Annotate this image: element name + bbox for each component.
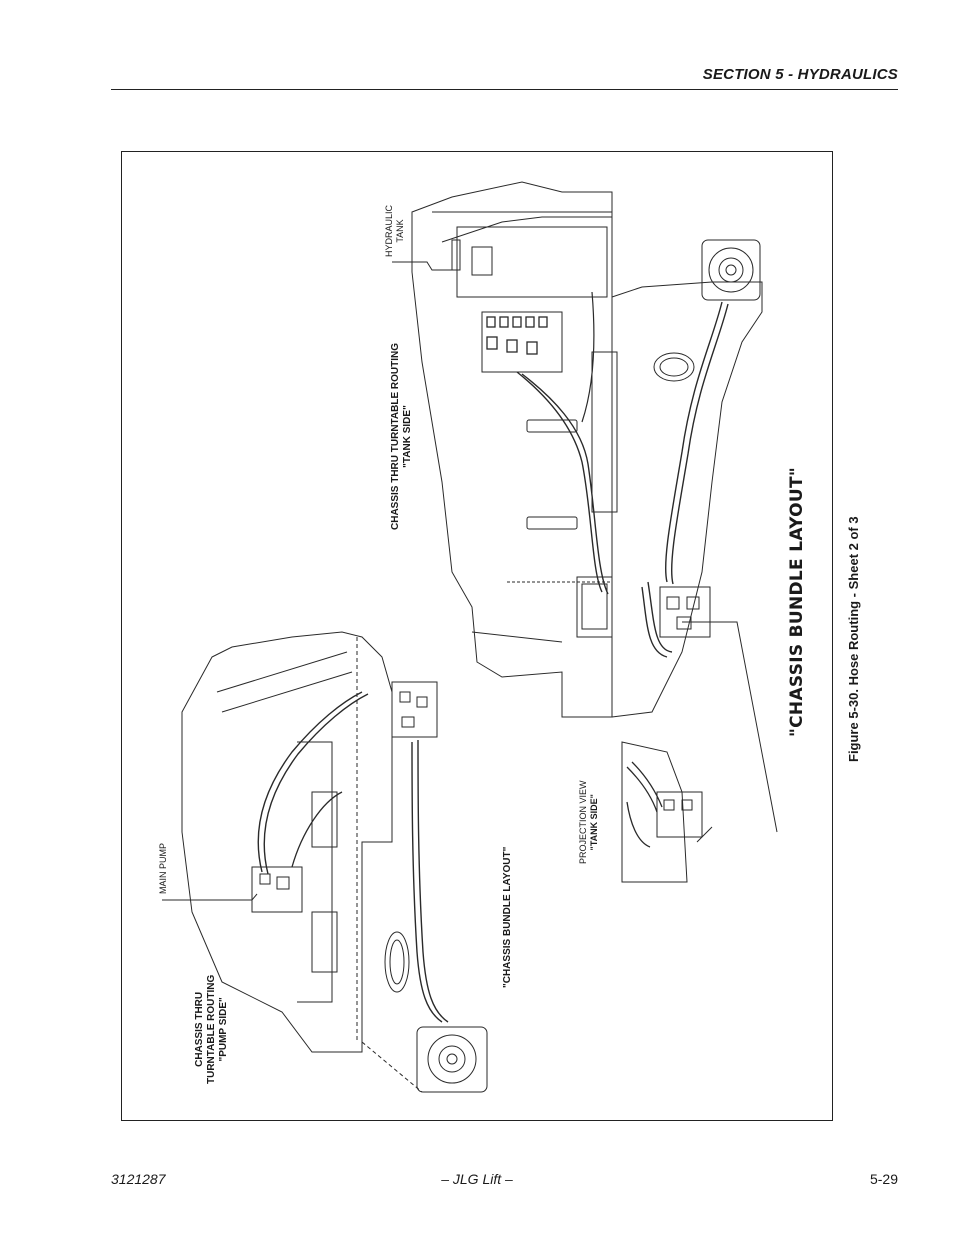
callout-chassis-bundle-layout: "CHASSIS BUNDLE LAYOUT" <box>787 466 807 737</box>
tank-side-assembly <box>411 181 763 718</box>
callout-main-pump: MAIN PUMP <box>158 842 168 894</box>
publisher-label: – JLG Lift – <box>441 1171 513 1187</box>
callout-chassis-bundle-layout-small: "CHASSIS BUNDLE LAYOUT" <box>502 846 513 988</box>
callout-tank-side-routing-line2: "TANK SIDE" <box>402 405 413 468</box>
callout-pump-side-routing: CHASSIS THRU TURNTABLE ROUTING "PUMP SID… <box>194 975 230 1084</box>
callout-tank-side-routing: CHASSIS THRU TURNTABLE ROUTING "TANK SID… <box>390 343 414 530</box>
figure-caption: Figure 5-30. Hose Routing - Sheet 2 of 3 <box>846 516 861 762</box>
callout-projection-view: PROJECTION VIEW "TANK SIDE" <box>578 780 600 864</box>
pump-leader <box>162 893 258 901</box>
doc-number: 3121287 <box>111 1171 166 1187</box>
page-number: 5-29 <box>869 1171 898 1187</box>
pump-side-assembly <box>181 631 488 1093</box>
callout-projection-view-line2: "TANK SIDE" <box>589 794 599 851</box>
callout-hydraulic-tank-line2: TANK <box>395 219 405 243</box>
callout-projection-view-line1: PROJECTION VIEW <box>578 780 588 864</box>
callout-pump-side-line1: CHASSIS THRU <box>194 991 205 1067</box>
hose-routing-drawing <box>162 181 778 1093</box>
bundle-leader <box>682 621 778 833</box>
figure-frame: Figure 5-30. Hose Routing - Sheet 2 of 3… <box>121 151 861 1121</box>
callout-pump-side-line2: TURNTABLE ROUTING <box>206 974 217 1084</box>
section-title: SECTION 5 - HYDRAULICS <box>702 66 898 83</box>
tank-leader <box>392 261 452 271</box>
header-rule <box>111 89 898 90</box>
callout-hydraulic-tank-line1: HYDRAULIC <box>384 204 394 257</box>
projection-view <box>621 741 703 883</box>
callout-hydraulic-tank: HYDRAULIC TANK <box>384 205 406 257</box>
callout-tank-side-routing-line1: CHASSIS THRU TURNTABLE ROUTING <box>390 342 401 530</box>
callout-pump-side-line3: "PUMP SIDE" <box>218 997 229 1062</box>
